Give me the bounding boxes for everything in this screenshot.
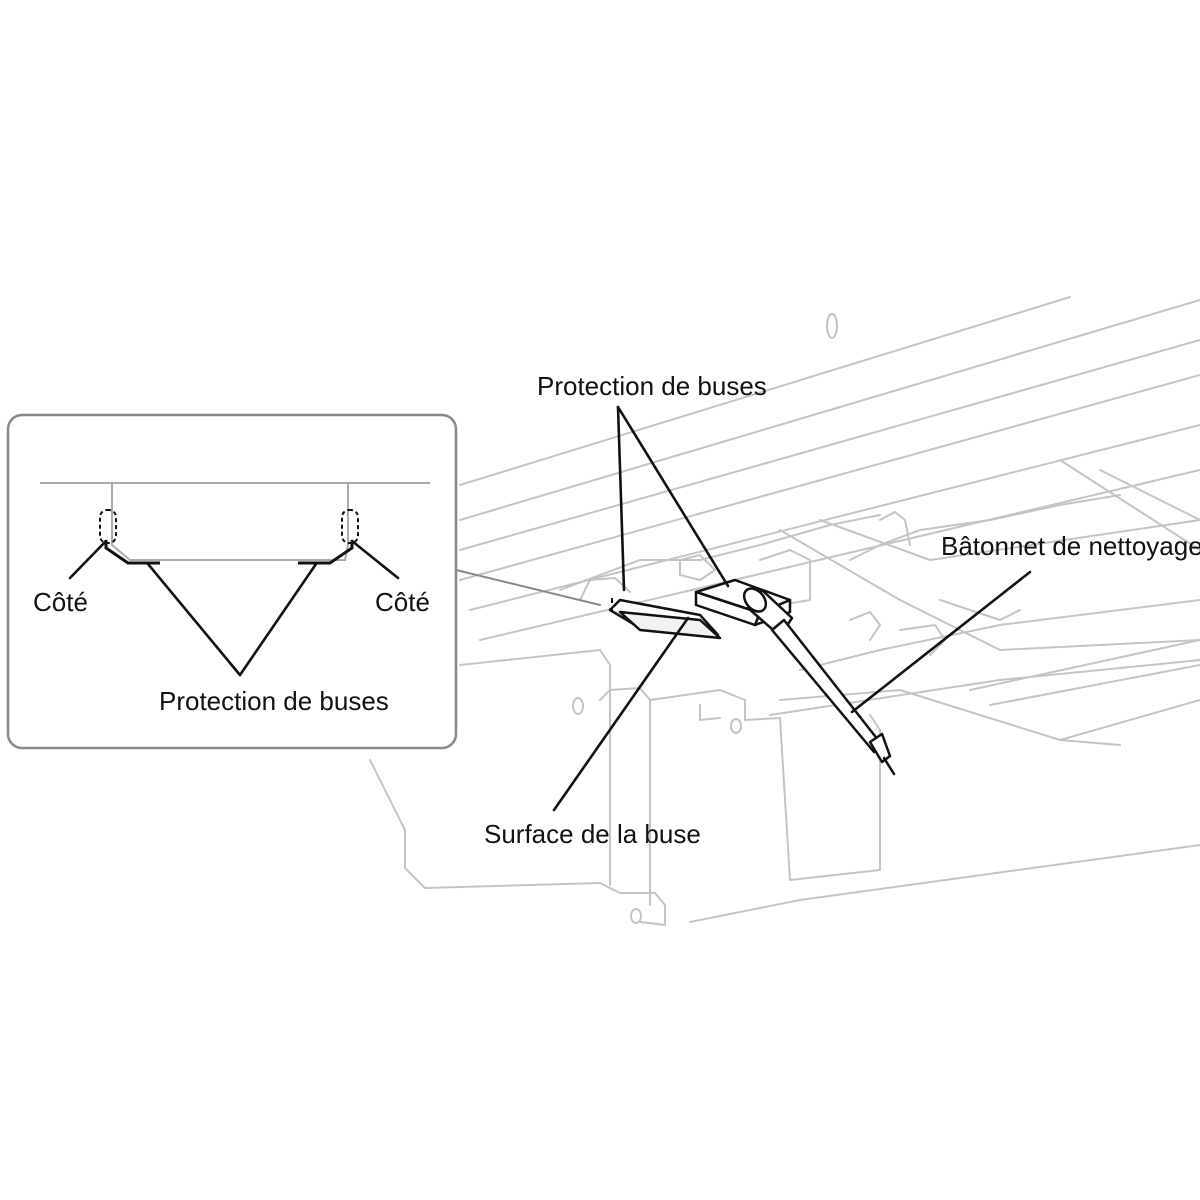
inset-guard-left <box>104 540 160 565</box>
leader-protection-left <box>616 405 626 592</box>
printer-body-lineart <box>369 296 1200 926</box>
label-batonnet: Bâtonnet de nettoyage <box>941 531 1200 561</box>
inset-connector <box>455 569 601 606</box>
text-labels: Protection de buses Bâtonnet de nettoyag… <box>33 371 1200 849</box>
inset-side-left-marker <box>99 509 117 544</box>
detail-inset <box>6 413 458 750</box>
inset-frame <box>6 413 458 750</box>
callout-leaders <box>455 405 1032 812</box>
cleaning-stick <box>742 587 896 776</box>
inset-side-right-marker <box>341 509 359 544</box>
leader-protection-right <box>616 405 730 588</box>
leader-batonnet <box>850 570 1032 714</box>
label-surface: Surface de la buse <box>484 819 701 849</box>
leader-surface <box>552 616 690 812</box>
label-inset-protection: Protection de buses <box>159 686 389 716</box>
label-protection-top: Protection de buses <box>537 371 767 401</box>
label-inset-cote-left: Côté <box>33 587 88 617</box>
inset-guard-right <box>298 540 354 565</box>
label-inset-cote-right: Côté <box>375 587 430 617</box>
